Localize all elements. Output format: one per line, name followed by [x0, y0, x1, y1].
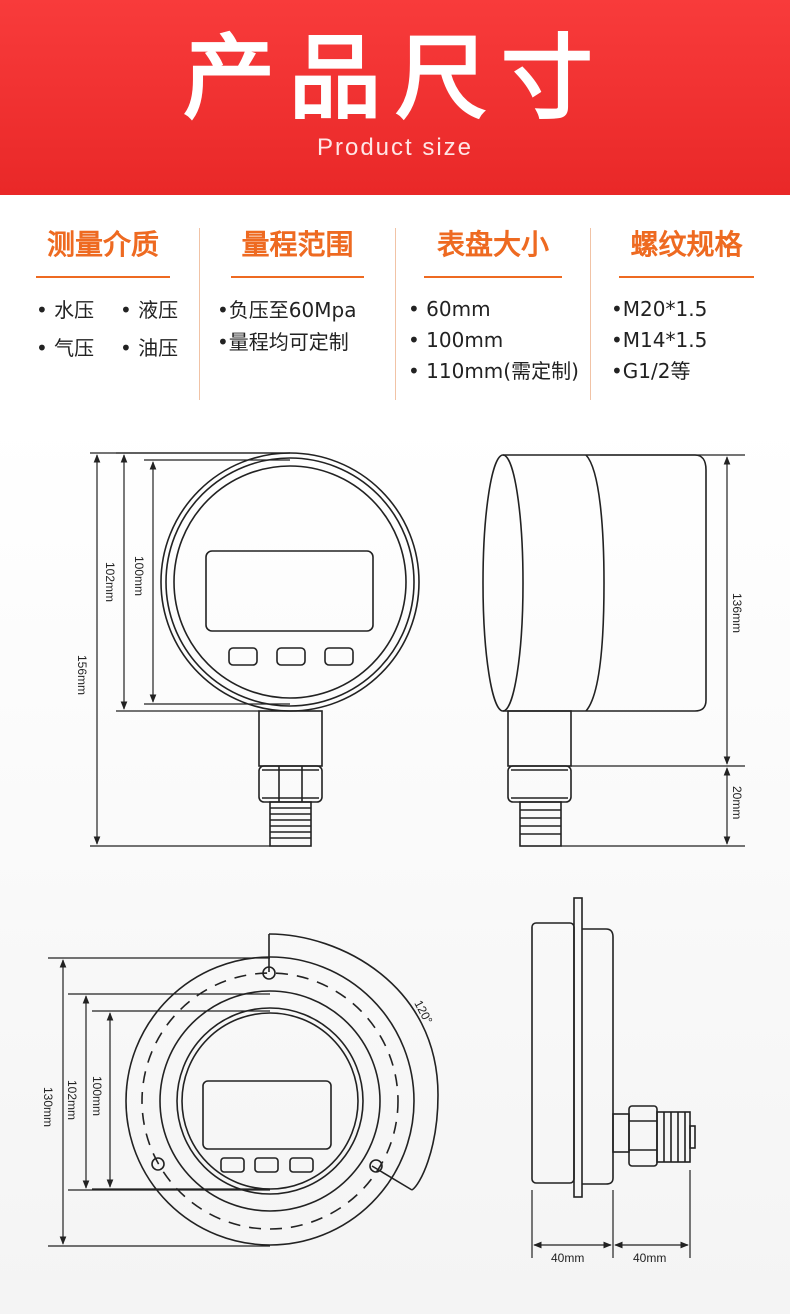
front-view — [160, 452, 420, 847]
spec-list-medium: • 水压 • 液压 • 气压 • 油压 — [36, 294, 178, 364]
spec-list-thread: •M20*1.5 •M14*1.5 •G1/2等 — [611, 294, 754, 387]
banner-subtitle: Product size — [316, 134, 474, 161]
flange-view — [125, 933, 439, 1246]
dim-front-inner: 100mm — [132, 556, 146, 596]
spec-item: •负压至60Mpa — [217, 298, 357, 322]
spec-column-thread: 螺纹规格 •M20*1.5 •M14*1.5 •G1/2等 — [611, 222, 754, 402]
spec-item: •G1/2等 — [611, 359, 691, 383]
spec-list-range: •负压至60Mpa •量程均可定制 — [217, 294, 364, 358]
side-view — [482, 454, 707, 847]
spec-item: • 60mm — [408, 297, 491, 321]
dim-flange-inner: 100mm — [90, 1076, 104, 1116]
dim-front-mid: 102mm — [103, 562, 117, 602]
spec-table: 测量介质 • 水压 • 液压 • 气压 • 油压 量程范围 •负压至60Mpa … — [0, 222, 790, 404]
spec-title-range: 量程范围 — [231, 222, 364, 278]
spec-item: •量程均可定制 — [217, 330, 349, 354]
spec-list-dial: • 60mm • 100mm • 110mm(需定制) — [408, 294, 579, 387]
spec-column-range: 量程范围 •负压至60Mpa •量程均可定制 — [217, 222, 364, 402]
flange-dimensions — [48, 957, 270, 1247]
flange-side-dimensions — [531, 1170, 691, 1258]
spec-item: • 110mm(需定制) — [408, 359, 579, 383]
dim-side-depth-1: 40mm — [551, 1251, 584, 1265]
spec-item: • 100mm — [408, 328, 504, 352]
dim-side-depth-2: 40mm — [633, 1251, 666, 1265]
spec-title-dial: 表盘大小 — [424, 222, 562, 278]
front-dimensions — [90, 452, 290, 847]
dim-flange-outer: 130mm — [41, 1087, 55, 1127]
column-divider — [590, 228, 591, 400]
spec-column-medium: 测量介质 • 水压 • 液压 • 气压 • 油压 — [36, 222, 178, 402]
dim-flange-mid: 102mm — [65, 1080, 79, 1120]
spec-title-medium: 测量介质 — [36, 222, 170, 278]
side-dimensions — [561, 454, 745, 847]
dim-side-body: 136mm — [730, 593, 744, 633]
dimension-drawing: 156mm 102mm 100mm 136mm 20mm 130mm 102mm… — [41, 452, 745, 1265]
spec-item: • 油压 — [120, 336, 179, 360]
spec-title-thread: 螺纹规格 — [619, 222, 754, 278]
spec-item: • 水压 — [36, 298, 95, 322]
column-divider — [199, 228, 200, 400]
column-divider — [395, 228, 396, 400]
dim-side-thread: 20mm — [730, 786, 744, 819]
banner-title: 产品尺寸 — [182, 25, 607, 132]
header-banner: 产品尺寸 Product size — [0, 0, 790, 195]
spec-item: • 液压 — [120, 298, 179, 322]
spec-column-dial: 表盘大小 • 60mm • 100mm • 110mm(需定制) — [408, 222, 579, 402]
flange-side-view — [531, 897, 696, 1198]
dim-front-outer: 156mm — [75, 655, 89, 695]
spec-item: • 气压 — [36, 336, 95, 360]
spec-item: •M14*1.5 — [611, 328, 708, 352]
spec-item: •M20*1.5 — [611, 297, 708, 321]
